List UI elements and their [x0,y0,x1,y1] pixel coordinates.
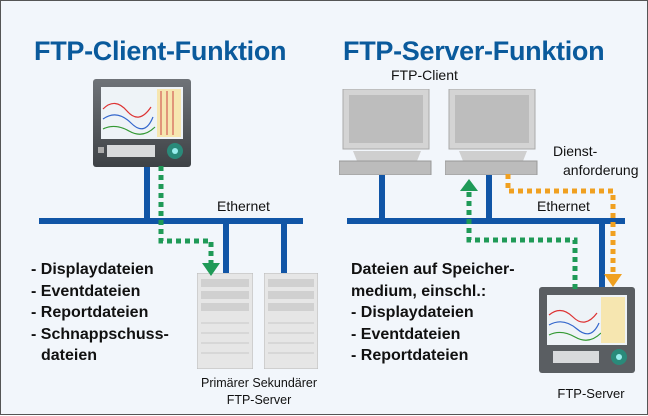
ethernet-label-right: Ethernet [537,198,590,214]
storage-heading: medium, einschl.: [351,282,487,300]
ftp-client-label: FTP-Client [391,67,458,83]
ftp-server-link [599,222,605,288]
recorder-icon [539,287,635,373]
client-file-item: - Displaydateien [31,261,154,278]
server-label-ftp: FTP-Server [226,393,292,407]
service-request-line: Dienst- [553,143,598,159]
ftp-server-label: FTP-Server [557,386,625,401]
server-label-names: Primärer Sekundärer [200,376,317,390]
ethernet-bus-left [39,218,303,224]
storage-file-item: - Reportdateien [351,347,469,364]
primary-server-icon [197,273,253,369]
ethernet-label-left: Ethernet [217,198,270,214]
client-file-item: dateien [41,347,98,364]
secondary-server-icon [264,273,318,369]
storage-file-item: - Displaydateien [351,304,474,321]
client1-link [379,174,385,220]
service-request-line: anforderung [563,162,639,178]
recorder-icon [93,79,191,167]
server-download-arrow [460,179,578,289]
service-request-arrow [505,174,622,287]
client-file-list: - Displaydateien - Eventdateien - Report… [31,259,169,367]
storage-heading: Dateien auf Speicher- [351,261,515,278]
storage-file-item: - Eventdateien [351,325,461,343]
secondary-server-link [281,222,287,274]
recorder-link-left [144,166,150,220]
service-request-label: Dienst- anforderung [553,142,639,180]
client-file-item: - Reportdateien [31,304,149,321]
client-file-item: - Schnappschuss- [31,325,169,343]
client2-link [486,174,492,220]
ethernet-bus-right [347,218,625,224]
client-upload-arrow [158,166,220,276]
storage-file-list: Dateien auf Speicher- medium, einschl.: … [351,259,515,367]
primary-server-link [223,222,229,274]
desktop-computer-icon [445,89,541,175]
server-function-title: FTP-Server-Funktion [343,36,605,66]
client-function-title: FTP-Client-Funktion [34,36,287,66]
client-file-item: - Eventdateien [31,282,141,300]
desktop-computer-icon [339,89,435,175]
